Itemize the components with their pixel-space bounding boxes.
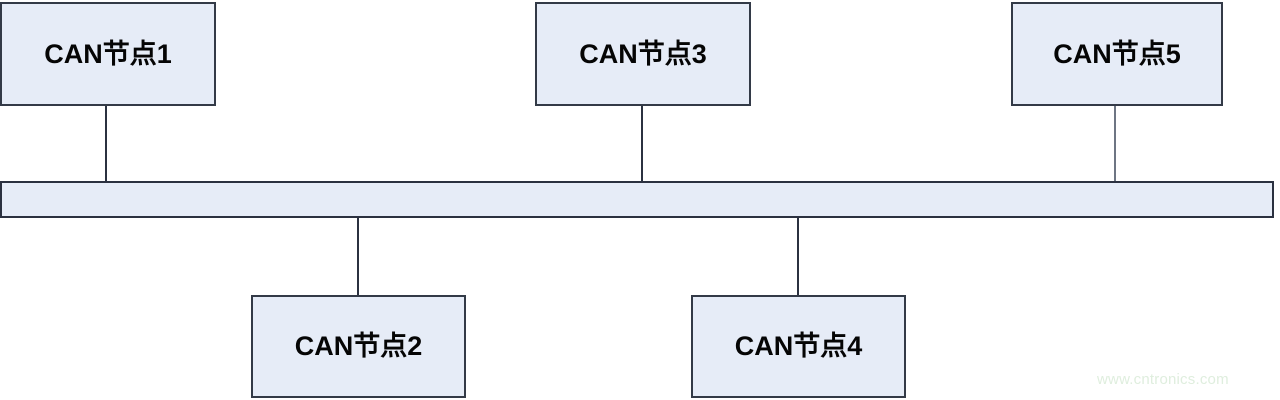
node-label: CAN节点2	[294, 331, 423, 361]
node-label: CAN节点3	[579, 38, 707, 69]
connector-line-node-1	[105, 106, 107, 181]
connector-line-node-3	[641, 106, 643, 181]
connector-line-node-5	[1114, 106, 1116, 181]
connector-line-node-4	[797, 217, 799, 295]
node-box-can-node-1[interactable]: CAN节点1	[0, 2, 216, 106]
node-label: CAN节点4	[734, 331, 863, 361]
node-box-can-node-3[interactable]: CAN节点3	[535, 2, 751, 106]
node-box-can-node-4[interactable]: CAN节点4	[691, 295, 906, 398]
connector-line-node-2	[357, 217, 359, 295]
can-bus-bar[interactable]	[0, 181, 1274, 218]
site-watermark: www.cntronics.com	[1097, 371, 1229, 388]
node-label: CAN节点1	[44, 38, 172, 69]
node-box-can-node-2[interactable]: CAN节点2	[251, 295, 466, 398]
node-box-can-node-5[interactable]: CAN节点5	[1011, 2, 1223, 106]
node-label: CAN节点5	[1053, 38, 1181, 69]
